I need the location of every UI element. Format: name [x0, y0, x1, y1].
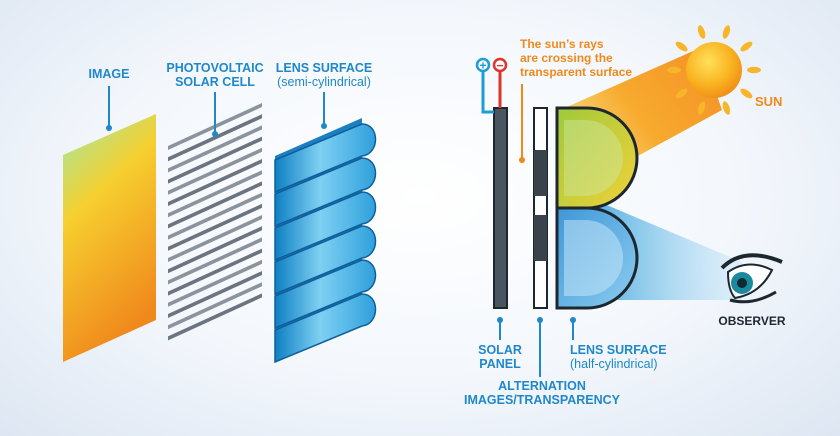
alternation-strip — [533, 107, 548, 309]
solar-cell-slat — [168, 271, 262, 318]
sun-ray — [740, 41, 753, 52]
positive-terminal-icon — [475, 57, 491, 73]
solar-panel-bar — [493, 107, 508, 309]
sun-ray — [740, 88, 753, 99]
solar-panel-pointer-dot — [497, 317, 503, 323]
sun-ray — [747, 66, 761, 74]
solar-cell-slat — [168, 125, 262, 173]
eye-icon — [720, 253, 783, 304]
lens-inner-highlight — [564, 220, 623, 296]
solar-cell-slat — [168, 147, 262, 195]
lens-right-label-line2: (half-cylindrical) — [570, 357, 658, 371]
solar-panel-label-line2: PANEL — [479, 357, 521, 371]
lens-ridge — [274, 123, 377, 194]
lens-surface-left — [274, 118, 377, 364]
solar-cell-slat — [168, 203, 262, 251]
solar-cell-slat — [168, 114, 262, 162]
rays-pointer-dot — [519, 157, 525, 163]
lens-inner-highlight — [564, 120, 623, 196]
lens-pointer-dot — [321, 123, 327, 129]
alternation-label-line1: ALTERNATION — [498, 379, 586, 393]
solar-cell-slat — [168, 293, 262, 341]
lens-ridge — [274, 157, 377, 228]
solar-cell-slat — [168, 226, 262, 274]
rays-caption-line2: are crossing the — [520, 51, 613, 65]
sun-ray — [722, 25, 731, 39]
plus-sign: + — [479, 59, 486, 73]
sun-ray — [675, 88, 688, 99]
lens-right-pointer-dot — [570, 317, 576, 323]
solar-cell-slat — [168, 237, 262, 285]
half-cylinder-lens — [555, 106, 639, 310]
solar-panel-label-line1: SOLAR — [478, 343, 522, 357]
sun-ray — [697, 101, 706, 115]
lens-right-label-line1: LENS SURFACE — [570, 343, 667, 357]
sun-ray — [675, 41, 688, 52]
sun-ray — [697, 25, 706, 39]
sun-label: SUN — [755, 94, 782, 109]
alternation-segment-dark — [534, 150, 547, 196]
solar-cell-slat — [168, 259, 262, 307]
solar-cell-slat — [168, 181, 262, 229]
lens-ridges — [274, 123, 377, 364]
solar-cell-slat — [168, 248, 262, 296]
rays-caption-line1: The sun’s rays — [520, 37, 604, 51]
sun-ray — [667, 66, 681, 74]
minus-sign: − — [496, 59, 503, 73]
sun-ray — [722, 101, 731, 115]
solar-cell-slat — [168, 215, 262, 262]
positive-wire — [481, 72, 494, 114]
solar-cell-slat — [168, 136, 262, 184]
right-cross-section: SUN + − The sun’s rays are crossing the … — [464, 25, 786, 407]
solar-cell-slat — [168, 159, 262, 206]
left-exploded-view: IMAGE PHOTOVOLTAIC SOLAR CELL LENS SURFA… — [63, 61, 377, 364]
lens-label-line1: LENS SURFACE — [276, 61, 373, 75]
image-label: IMAGE — [89, 67, 130, 81]
solar-cell-label-line2: SOLAR CELL — [175, 75, 255, 89]
lens-ridge — [274, 225, 377, 296]
lens-ridge — [274, 191, 377, 262]
solar-cell-slats — [168, 103, 262, 341]
image-sheet — [63, 114, 156, 362]
solar-cell-pointer-dot — [212, 131, 218, 137]
lens-ridge — [274, 293, 377, 364]
rays-caption-line3: transparent surface — [520, 65, 632, 79]
alternation-label-line2: IMAGES/TRANSPARENCY — [464, 393, 621, 407]
image-pointer-dot — [106, 125, 112, 131]
lens-upper-half — [555, 106, 639, 210]
alternation-pointer-dot — [537, 317, 543, 323]
solar-cell-label-line1: PHOTOVOLTAIC — [166, 61, 263, 75]
solar-cell-slat — [168, 192, 262, 240]
observer-label: OBSERVER — [718, 314, 785, 328]
lens-ridge — [274, 259, 377, 330]
alternation-segment-dark — [534, 215, 547, 261]
negative-terminal-icon — [492, 57, 508, 73]
lens-label-line2: (semi-cylindrical) — [277, 75, 371, 89]
solar-cell-slat — [168, 170, 262, 218]
solar-cell-slat — [168, 282, 262, 330]
sun-icon — [667, 25, 761, 115]
